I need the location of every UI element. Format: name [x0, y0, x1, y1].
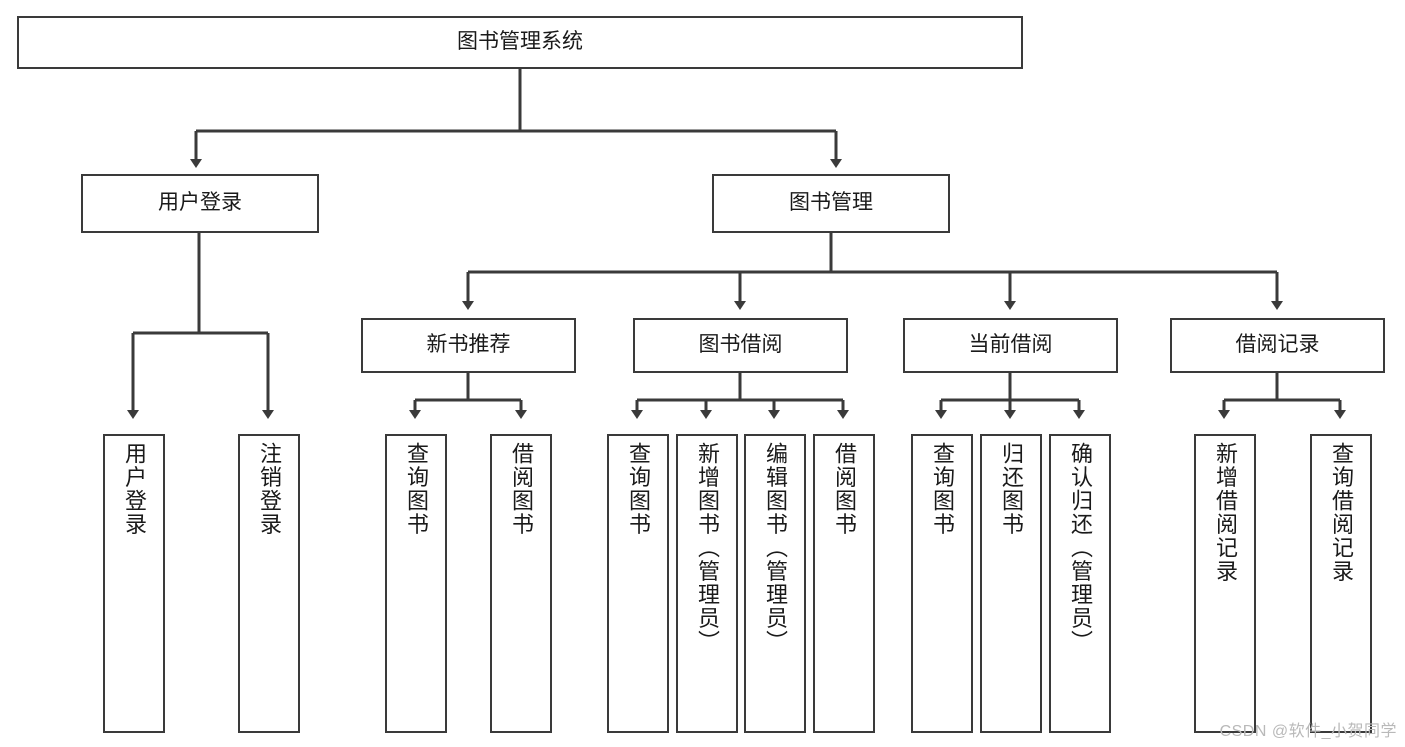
node-leaf-borrow-book-1[interactable]: 借阅图书: [490, 434, 552, 733]
node-leaf-query-book-1[interactable]: 查询图书: [385, 434, 447, 733]
node-leaf-add-book-label: 新增图书（管理员）: [694, 442, 720, 654]
node-user-login-label: 用户登录: [158, 191, 242, 215]
node-leaf-confirm-return[interactable]: 确认归还（管理员）: [1049, 434, 1111, 733]
node-leaf-query-book-2-label: 查询图书: [625, 442, 651, 536]
node-leaf-query-book-3[interactable]: 查询图书: [911, 434, 973, 733]
node-leaf-return-book-label: 归还图书: [998, 442, 1024, 536]
node-leaf-logout-login-label: 注销登录: [256, 442, 282, 536]
node-leaf-edit-book[interactable]: 编辑图书（管理员）: [744, 434, 806, 733]
node-leaf-borrow-book-2-label: 借阅图书: [831, 442, 857, 536]
node-book-borrow[interactable]: 图书借阅: [633, 318, 848, 373]
node-leaf-user-login-label: 用户登录: [121, 442, 147, 536]
node-leaf-confirm-return-label: 确认归还（管理员）: [1067, 442, 1093, 654]
node-current-borrow-label: 当前借阅: [968, 333, 1053, 357]
node-leaf-return-book[interactable]: 归还图书: [980, 434, 1042, 733]
node-current-borrow[interactable]: 当前借阅: [903, 318, 1118, 373]
node-new-book-recommend[interactable]: 新书推荐: [361, 318, 576, 373]
node-user-login[interactable]: 用户登录: [81, 174, 319, 233]
node-leaf-edit-book-label: 编辑图书（管理员）: [762, 442, 788, 654]
node-new-book-recommend-label: 新书推荐: [426, 333, 511, 357]
node-leaf-query-book-3-label: 查询图书: [929, 442, 955, 536]
csdn-watermark: CSDN @软件_小贺同学: [1219, 723, 1397, 740]
node-leaf-query-book-1-label: 查询图书: [403, 442, 429, 536]
node-book-manage-label: 图书管理: [789, 191, 873, 215]
node-borrow-record-label: 借阅记录: [1235, 333, 1320, 357]
node-borrow-record[interactable]: 借阅记录: [1170, 318, 1385, 373]
node-leaf-borrow-book-2[interactable]: 借阅图书: [813, 434, 875, 733]
node-leaf-add-book[interactable]: 新增图书（管理员）: [676, 434, 738, 733]
node-root-label: 图书管理系统: [457, 30, 583, 54]
node-leaf-query-record[interactable]: 查询借阅记录: [1310, 434, 1372, 733]
node-leaf-add-record[interactable]: 新增借阅记录: [1194, 434, 1256, 733]
node-leaf-add-record-label: 新增借阅记录: [1212, 442, 1238, 583]
node-leaf-logout-login[interactable]: 注销登录: [238, 434, 300, 733]
node-leaf-user-login[interactable]: 用户登录: [103, 434, 165, 733]
node-book-borrow-label: 图书借阅: [698, 333, 783, 357]
node-leaf-borrow-book-1-label: 借阅图书: [508, 442, 534, 536]
node-leaf-query-record-label: 查询借阅记录: [1328, 442, 1354, 583]
node-leaf-query-book-2[interactable]: 查询图书: [607, 434, 669, 733]
node-root[interactable]: 图书管理系统: [17, 16, 1023, 69]
node-book-manage[interactable]: 图书管理: [712, 174, 950, 233]
